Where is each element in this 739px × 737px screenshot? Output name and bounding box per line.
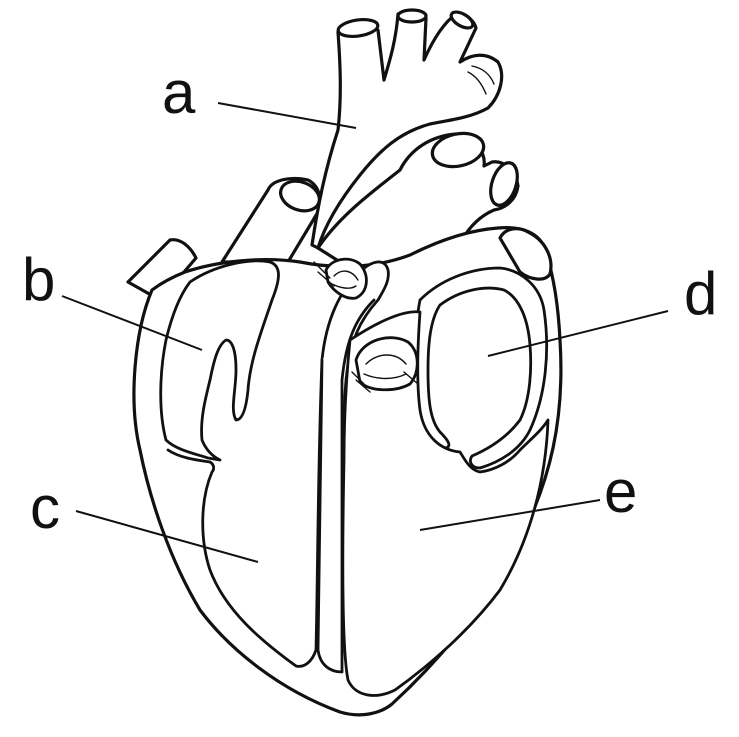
- valves: [313, 257, 419, 393]
- label-e: e: [604, 458, 637, 525]
- label-c: c: [30, 474, 60, 541]
- leader-line-b: [61, 295, 203, 351]
- label-d: d: [684, 260, 717, 327]
- aorta-branch-2: [396, 8, 428, 24]
- left-ventricle: [341, 310, 550, 697]
- pulmonary-vein-left: [126, 238, 198, 302]
- great-vessels: [126, 8, 520, 302]
- aortic-valve: [354, 336, 419, 392]
- chambers: [159, 259, 550, 697]
- pulmonary-artery: [316, 132, 520, 302]
- leader-lines: [61, 102, 669, 563]
- pulmonary-valve: [324, 257, 368, 300]
- label-a: a: [162, 59, 196, 126]
- leader-line-a: [217, 102, 357, 129]
- aorta-branch-3: [449, 10, 475, 30]
- leader-line-c: [75, 510, 259, 563]
- left-atrium-appendage: [498, 227, 553, 281]
- label-b: b: [22, 246, 55, 313]
- pulmonary-artery-branch: [489, 161, 519, 207]
- aorta-branch-1: [336, 18, 380, 38]
- labels: a b c d e: [22, 59, 717, 541]
- leader-line-e: [419, 499, 601, 531]
- pulmonary-artery-opening: [430, 131, 486, 169]
- right-atrium: [159, 259, 280, 462]
- leader-line-d: [487, 310, 669, 357]
